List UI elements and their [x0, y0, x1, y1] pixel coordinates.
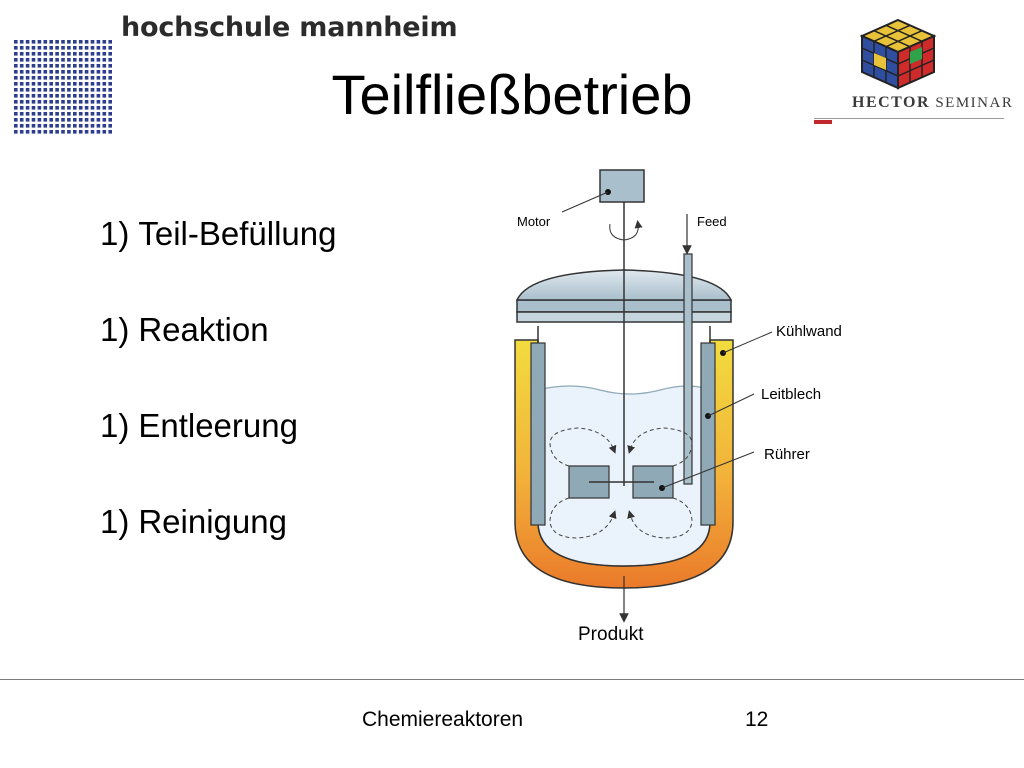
flow-pattern: [549, 427, 693, 539]
header-rule: [814, 118, 1004, 119]
baffle-right: [700, 342, 716, 526]
rotation-arrow-icon: [609, 220, 643, 241]
step-label: Reaktion: [138, 311, 269, 348]
step-item: 1)Reaktion: [100, 306, 336, 354]
baffle-label: Leitblech: [761, 386, 822, 403]
step-number: 1): [100, 407, 130, 444]
institution-name: hochschule mannheim: [121, 12, 458, 43]
footer-rule: [0, 679, 1024, 680]
hector-seminar-wordmark: HECTOR SEMINAR: [852, 94, 1013, 112]
hector-word: HECTOR: [852, 94, 931, 111]
stirred-tank-reactor-diagram: [470, 160, 890, 660]
step-item: 1)Teil-Befüllung: [100, 210, 336, 258]
footer-title: Chemiereaktoren: [362, 708, 524, 731]
product-label: Produkt: [578, 624, 644, 645]
motor-leader: [561, 191, 609, 213]
step-number: 1): [100, 311, 130, 348]
process-steps-list: 1)Teil-Befüllung 1)Reaktion 1)Entleerung…: [100, 210, 336, 594]
seminar-word: SEMINAR: [935, 95, 1014, 111]
baffle-leader: [707, 393, 755, 417]
stirrer-label: Rührer: [764, 446, 810, 463]
stirrer-leader: [661, 451, 755, 489]
step-label: Reinigung: [138, 503, 287, 540]
step-item: 1)Entleerung: [100, 402, 336, 450]
step-number: 1): [100, 215, 130, 252]
slide-title: Teilfließbetrieb: [331, 63, 693, 126]
baffle-left: [530, 342, 546, 526]
step-number: 1): [100, 503, 130, 540]
hector-cube-logo: [858, 16, 938, 90]
cooling-wall-leader: [722, 331, 773, 354]
header-red-accent: [814, 120, 832, 124]
step-label: Teil-Befüllung: [138, 215, 337, 252]
motor-box: [599, 169, 645, 203]
motor-label: Motor: [517, 214, 551, 229]
vessel-wall: [537, 326, 711, 567]
hochschule-logo: [14, 40, 114, 136]
cooling-wall-label: Kühlwand: [776, 323, 842, 340]
page-number: 12: [745, 708, 769, 731]
feed-label: Feed: [697, 214, 727, 229]
feed-pipe: [683, 253, 693, 485]
step-item: 1)Reinigung: [100, 498, 336, 546]
step-label: Entleerung: [138, 407, 298, 444]
